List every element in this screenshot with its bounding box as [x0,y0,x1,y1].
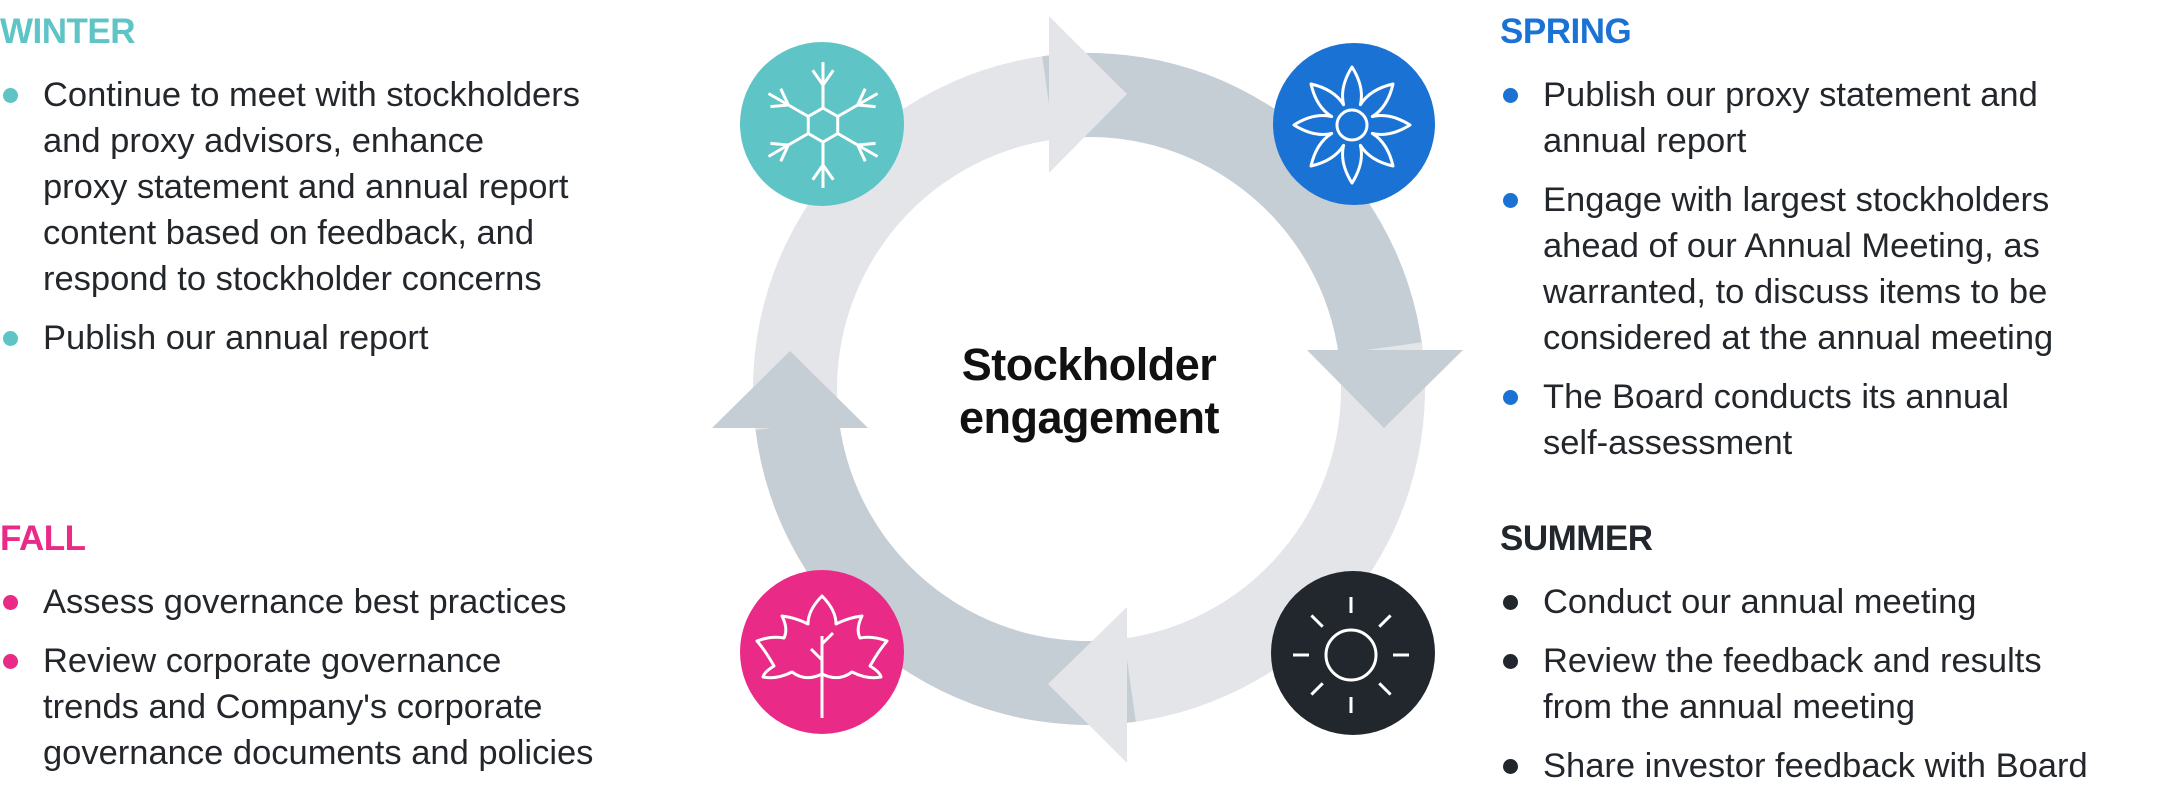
list-item-text: warranted, to discuss items to be [1543,273,2048,311]
list-item-text: Review corporate governance [43,642,502,680]
summer-badge [1271,571,1435,735]
list-item-text: annual report [1543,122,1747,160]
list-item-text: from the annual meeting [1543,688,1916,726]
summer-heading: SUMMER [1500,519,1653,558]
list-item-text: respond to stockholder concerns [43,260,542,298]
list-item-text: Review the feedback and results [1543,642,2042,680]
list-item-text: governance documents and policies [43,734,594,772]
winter-list: Continue to meet with stockholders and pr… [0,72,580,374]
ring-segment-spring [1042,52,1423,359]
list-item-text: Continue to meet with stockholders [43,76,580,114]
ring-segment-fall [755,419,1136,725]
summer-list-item: Conduct our annual meeting [1500,579,2088,625]
winter-list-item: Continue to meet with stockholders and pr… [0,72,580,302]
snowflake-icon [767,62,879,188]
flower-icon [1292,65,1412,185]
bullet-icon [1503,390,1518,405]
leaf-icon [755,594,889,718]
bullet-icon [1503,759,1518,774]
list-item-text: considered at the annual meeting [1543,319,2054,357]
center-title-line-1: Stockholder [961,339,1217,390]
bullet-icon [3,331,18,346]
arrow-head-left-icon [1048,607,1127,763]
summer-list-item: Review the feedback and results from the … [1500,638,2088,730]
spring-badge [1273,43,1435,205]
winter-heading: WINTER [0,12,136,51]
list-item-text: Share investor feedback with Board [1543,747,2088,785]
spring-list-item: Engage with largest stockholders ahead of… [1500,177,2053,361]
list-item-text: Engage with largest stockholders [1543,181,2050,219]
list-item-text: and proxy advisors, enhance [43,122,485,160]
sun-icon [1293,597,1409,713]
list-item-text: proxy statement and annual report [43,168,569,206]
center-title-line-2: engagement [958,392,1220,443]
winter-badge [740,42,904,206]
spring-list-item: Publish our proxy statement and annual re… [1500,72,2053,164]
spring-list: Publish our proxy statement and annual re… [1500,72,2053,479]
center-title: Stockholder engagement [889,338,1289,444]
winter-list-item: Publish our annual report [0,315,580,361]
bullet-icon [3,88,18,103]
list-item-text: content based on feedback, and [43,214,535,252]
ring-segment-summer [1119,342,1425,723]
arrow-head-right-icon [1049,16,1127,173]
spring-heading: SPRING [1500,12,1632,51]
spring-list-item: The Board conducts its annual self-assess… [1500,374,2053,466]
bullet-icon [1503,193,1518,208]
bullet-icon [1503,654,1518,669]
summer-circle [1271,571,1435,735]
list-item-text: Assess governance best practices [43,583,567,621]
fall-list-item: Review corporate governance trends and Co… [0,638,593,776]
list-item-text: trends and Company's corporate [43,688,543,726]
ring-segment-winter [753,55,1059,436]
list-item-text: ahead of our Annual Meeting, as [1543,227,2040,265]
bullet-icon [1503,88,1518,103]
cycle-ring [753,52,1425,725]
bullet-icon [3,595,18,610]
cycle-arrows [712,16,1463,763]
summer-list-item: Share investor feedback with Board [1500,743,2088,789]
arrow-head-up-icon [712,351,868,428]
fall-heading: FALL [0,519,86,558]
list-item-text: The Board conducts its annual [1543,378,2010,416]
list-item-text: Conduct our annual meeting [1543,583,1977,621]
fall-badge [740,570,904,734]
fall-list-item: Assess governance best practices [0,579,593,625]
bullet-icon [1503,595,1518,610]
list-item-text: Publish our proxy statement and [1543,76,2038,114]
list-item-text: self-assessment [1543,424,1793,462]
arrow-head-down-icon [1307,350,1463,428]
winter-circle [740,42,904,206]
list-item-text: Publish our annual report [43,319,429,357]
bullet-icon [3,654,18,669]
